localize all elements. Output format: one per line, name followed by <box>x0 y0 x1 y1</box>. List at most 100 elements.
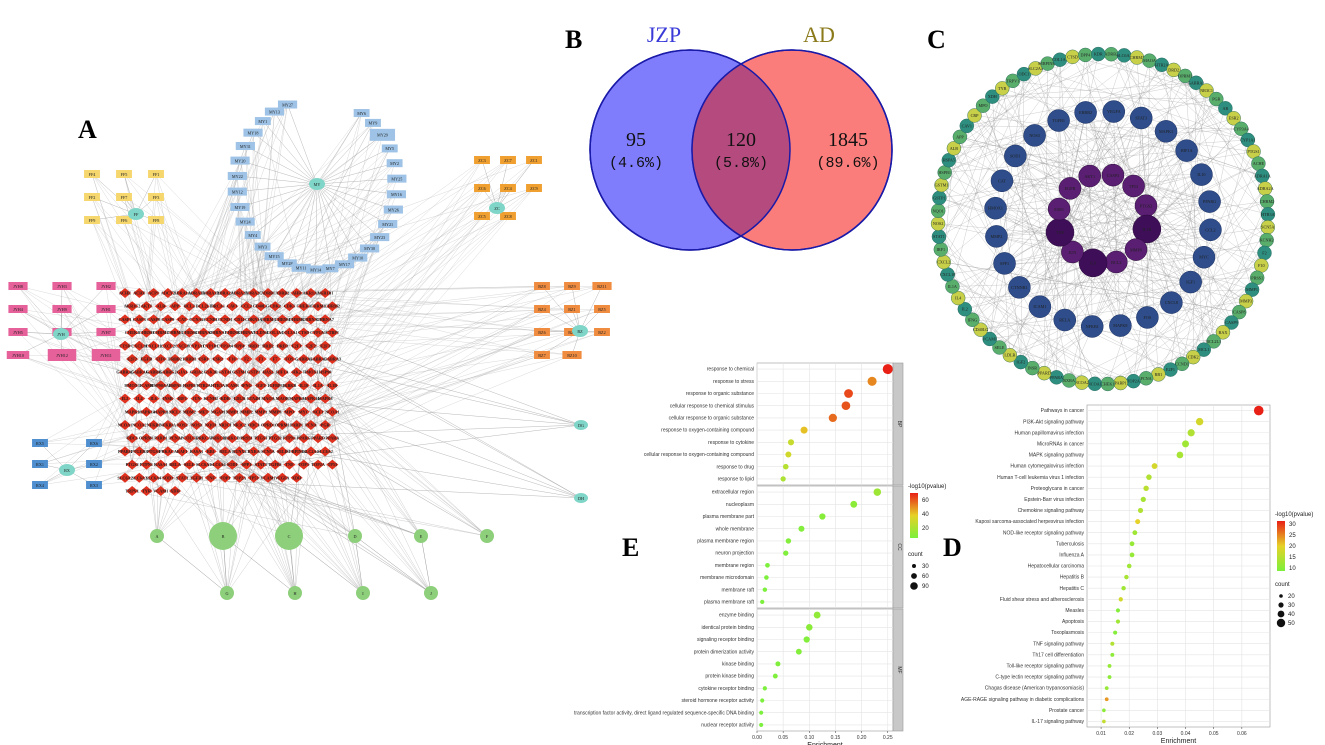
target-node-label: GABRA2 <box>309 357 326 362</box>
term-label: Human cytomegalovirus infection <box>1010 464 1084 470</box>
target-node <box>190 367 203 378</box>
term-label: response to oxygen-containing compound <box>661 428 754 434</box>
target-node-label: STAT1 <box>255 462 267 467</box>
edge-compound-target <box>160 215 509 439</box>
edge-ppi <box>1158 277 1258 375</box>
target-node <box>262 446 274 457</box>
dot <box>780 476 786 482</box>
term-label: nucleoplasm <box>726 502 754 508</box>
target-node-label: HMOX1 <box>124 383 140 388</box>
term-label: Measles <box>1065 608 1084 614</box>
edge-ppi <box>940 80 1013 250</box>
ppi-middle-label: CXCL8 <box>1165 300 1178 305</box>
target-node <box>269 301 282 312</box>
ppi-outer-label: NCOA2 <box>1075 380 1089 385</box>
term-label: Apoptosis <box>1062 619 1084 625</box>
target-node <box>319 288 332 298</box>
edge-compound-target <box>296 372 432 594</box>
ppi-outer-label: SERPINE1 <box>1038 61 1057 66</box>
dot <box>844 389 853 398</box>
edge-compound-target <box>253 319 364 594</box>
edge-compound-target <box>160 490 228 594</box>
target-node <box>154 380 167 391</box>
edge-herb <box>316 112 362 185</box>
target-node <box>161 420 174 430</box>
target-node-label: TGFB1 <box>190 475 204 480</box>
ppi-middle-node <box>1047 109 1070 132</box>
edge-ppi <box>980 265 1262 330</box>
edge-compound-target <box>146 332 224 537</box>
ppi-middle-node <box>1179 270 1202 294</box>
target-node <box>262 472 274 483</box>
herb-node <box>500 212 516 220</box>
herb-node <box>564 328 580 336</box>
target-node-label: ACHE <box>133 291 145 296</box>
target-node <box>269 433 282 444</box>
target-node-label: MMP9 <box>269 409 282 414</box>
ppi-inner-node <box>1047 197 1071 221</box>
x-tick-label: 0.02 <box>1124 731 1134 737</box>
target-node <box>161 314 174 325</box>
target-node <box>254 380 267 391</box>
target-node-label: XDH <box>170 489 180 494</box>
target-node-label: CHRM2 <box>153 330 168 335</box>
compound-label: D <box>353 534 356 539</box>
herb-node <box>52 305 72 313</box>
herb-node <box>86 481 102 489</box>
target-node <box>169 354 182 364</box>
target-node <box>254 354 267 364</box>
target-node-label: TOP2A <box>311 462 325 467</box>
ppi-outer-label: CHRM2 <box>1260 199 1274 204</box>
ppi-inner-node <box>1061 240 1084 264</box>
target-node <box>254 301 267 312</box>
herb-node <box>534 351 550 359</box>
target-node <box>140 380 153 391</box>
target-node <box>119 420 131 430</box>
target-node <box>133 393 146 404</box>
ppi-outer-label: MCL1 <box>1198 347 1209 352</box>
target-node <box>219 420 232 430</box>
ppi-outer-label: VCAM1 <box>982 336 997 341</box>
edge-ppi <box>952 277 1258 287</box>
ppi-outer-label: STAT1 <box>933 234 945 239</box>
target-node <box>197 406 210 417</box>
ppi-middle-label: IL10 <box>1197 172 1205 177</box>
herb-hub-label: MY <box>314 182 321 187</box>
edge-ppi <box>1059 201 1210 233</box>
target-node <box>219 314 232 325</box>
ppi-outer-label: IL1A <box>948 284 957 289</box>
edge-compound-target <box>325 308 543 426</box>
facet-strip <box>892 485 904 609</box>
target-node <box>312 459 325 470</box>
ppi-outer-label: IL2 <box>962 307 968 312</box>
term-label: Chemokine signaling pathway <box>1018 508 1085 514</box>
herb-node-label: BZ3 <box>568 330 575 335</box>
target-node-label: ODC1 <box>126 436 137 441</box>
legend-size-tick: 20 <box>1288 594 1295 600</box>
ppi-outer-label: MMP1 <box>1246 287 1258 292</box>
term-label: cellular response to oxygen-containing c… <box>644 452 754 458</box>
dot <box>1113 630 1118 635</box>
target-node-label: CHRM5 <box>289 317 304 322</box>
target-node-label: BRCA1 <box>211 304 225 309</box>
edge-compound <box>354 535 432 594</box>
target-node-label: MMP2 <box>240 409 253 414</box>
ppi-inner-label: IL1B <box>1142 227 1151 232</box>
edge-compound-target <box>224 451 432 594</box>
ppi-outer-label: AR <box>1222 106 1228 111</box>
target-node <box>169 486 182 496</box>
target-node <box>326 433 339 444</box>
herb-node <box>474 156 490 164</box>
target-node <box>297 380 310 391</box>
target-node <box>133 446 146 457</box>
edge-compound-target <box>160 145 246 386</box>
ppi-inner-label: CASP3 <box>1107 173 1120 178</box>
edge-ppi <box>1009 257 1205 356</box>
ppi-outer-label: GABRA1 <box>1188 80 1205 85</box>
edge-compound-target <box>182 285 573 294</box>
edge-compound-target <box>123 219 312 426</box>
target-node-label: DRD3 <box>277 343 288 348</box>
herb-node-label: BZ1 <box>568 307 575 312</box>
edge-compound-target <box>146 411 158 537</box>
edge-ppi <box>1015 139 1248 157</box>
